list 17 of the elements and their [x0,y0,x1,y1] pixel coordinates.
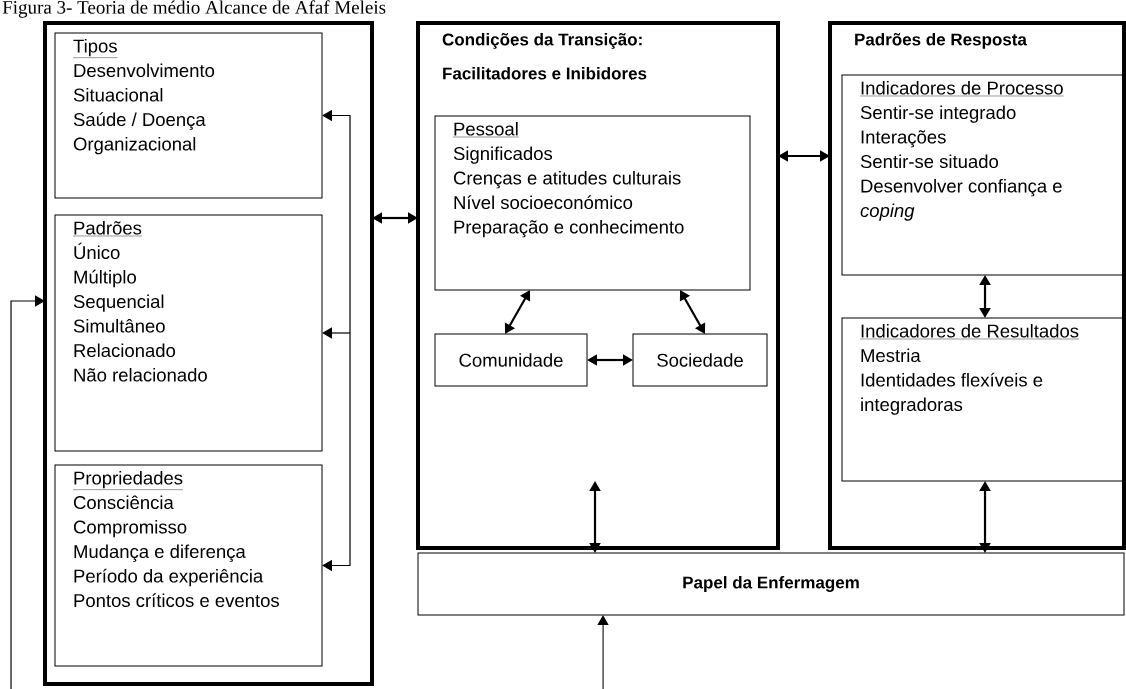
bracket-arrow [322,332,351,572]
figure-title: Figura 3- Teoria de médio Alcance de Afaf Meleis [2,0,386,18]
band-box: Papel da Enfermagem [417,552,1125,616]
list-box: Tipos Desenvolvimento Situacional Saúde / Doença Organizacional [54,32,323,199]
label-box: Comunidade [434,333,588,387]
panel-box [43,21,374,686]
list-box: Propriedades Consciência Compromisso Mudança e diferença Período da experiência Pontos críticos e eventos [54,464,323,667]
list-box: Padrões Único Múltiplo Sequencial Simultâneo Relacionado Não relacionado [54,214,323,452]
arrow [10,295,45,689]
list-box: Indicadores de Resultados Mestria Identidades flexíveis e integradoras [841,317,1125,482]
double-arrow [679,290,706,334]
list-box: Pessoal Significados Crenças e atitudes culturais Nível socioeconómico Preparação e conhecimento [434,115,751,291]
double-arrow [504,290,531,334]
arrow [597,615,609,689]
list-box: Indicadores de Processo Sentir-se integrado Interações Sentir-se situado Desenvolver confiança e coping [841,74,1125,276]
bracket-arrow [322,327,351,339]
label-box: Sociedade [632,333,768,387]
